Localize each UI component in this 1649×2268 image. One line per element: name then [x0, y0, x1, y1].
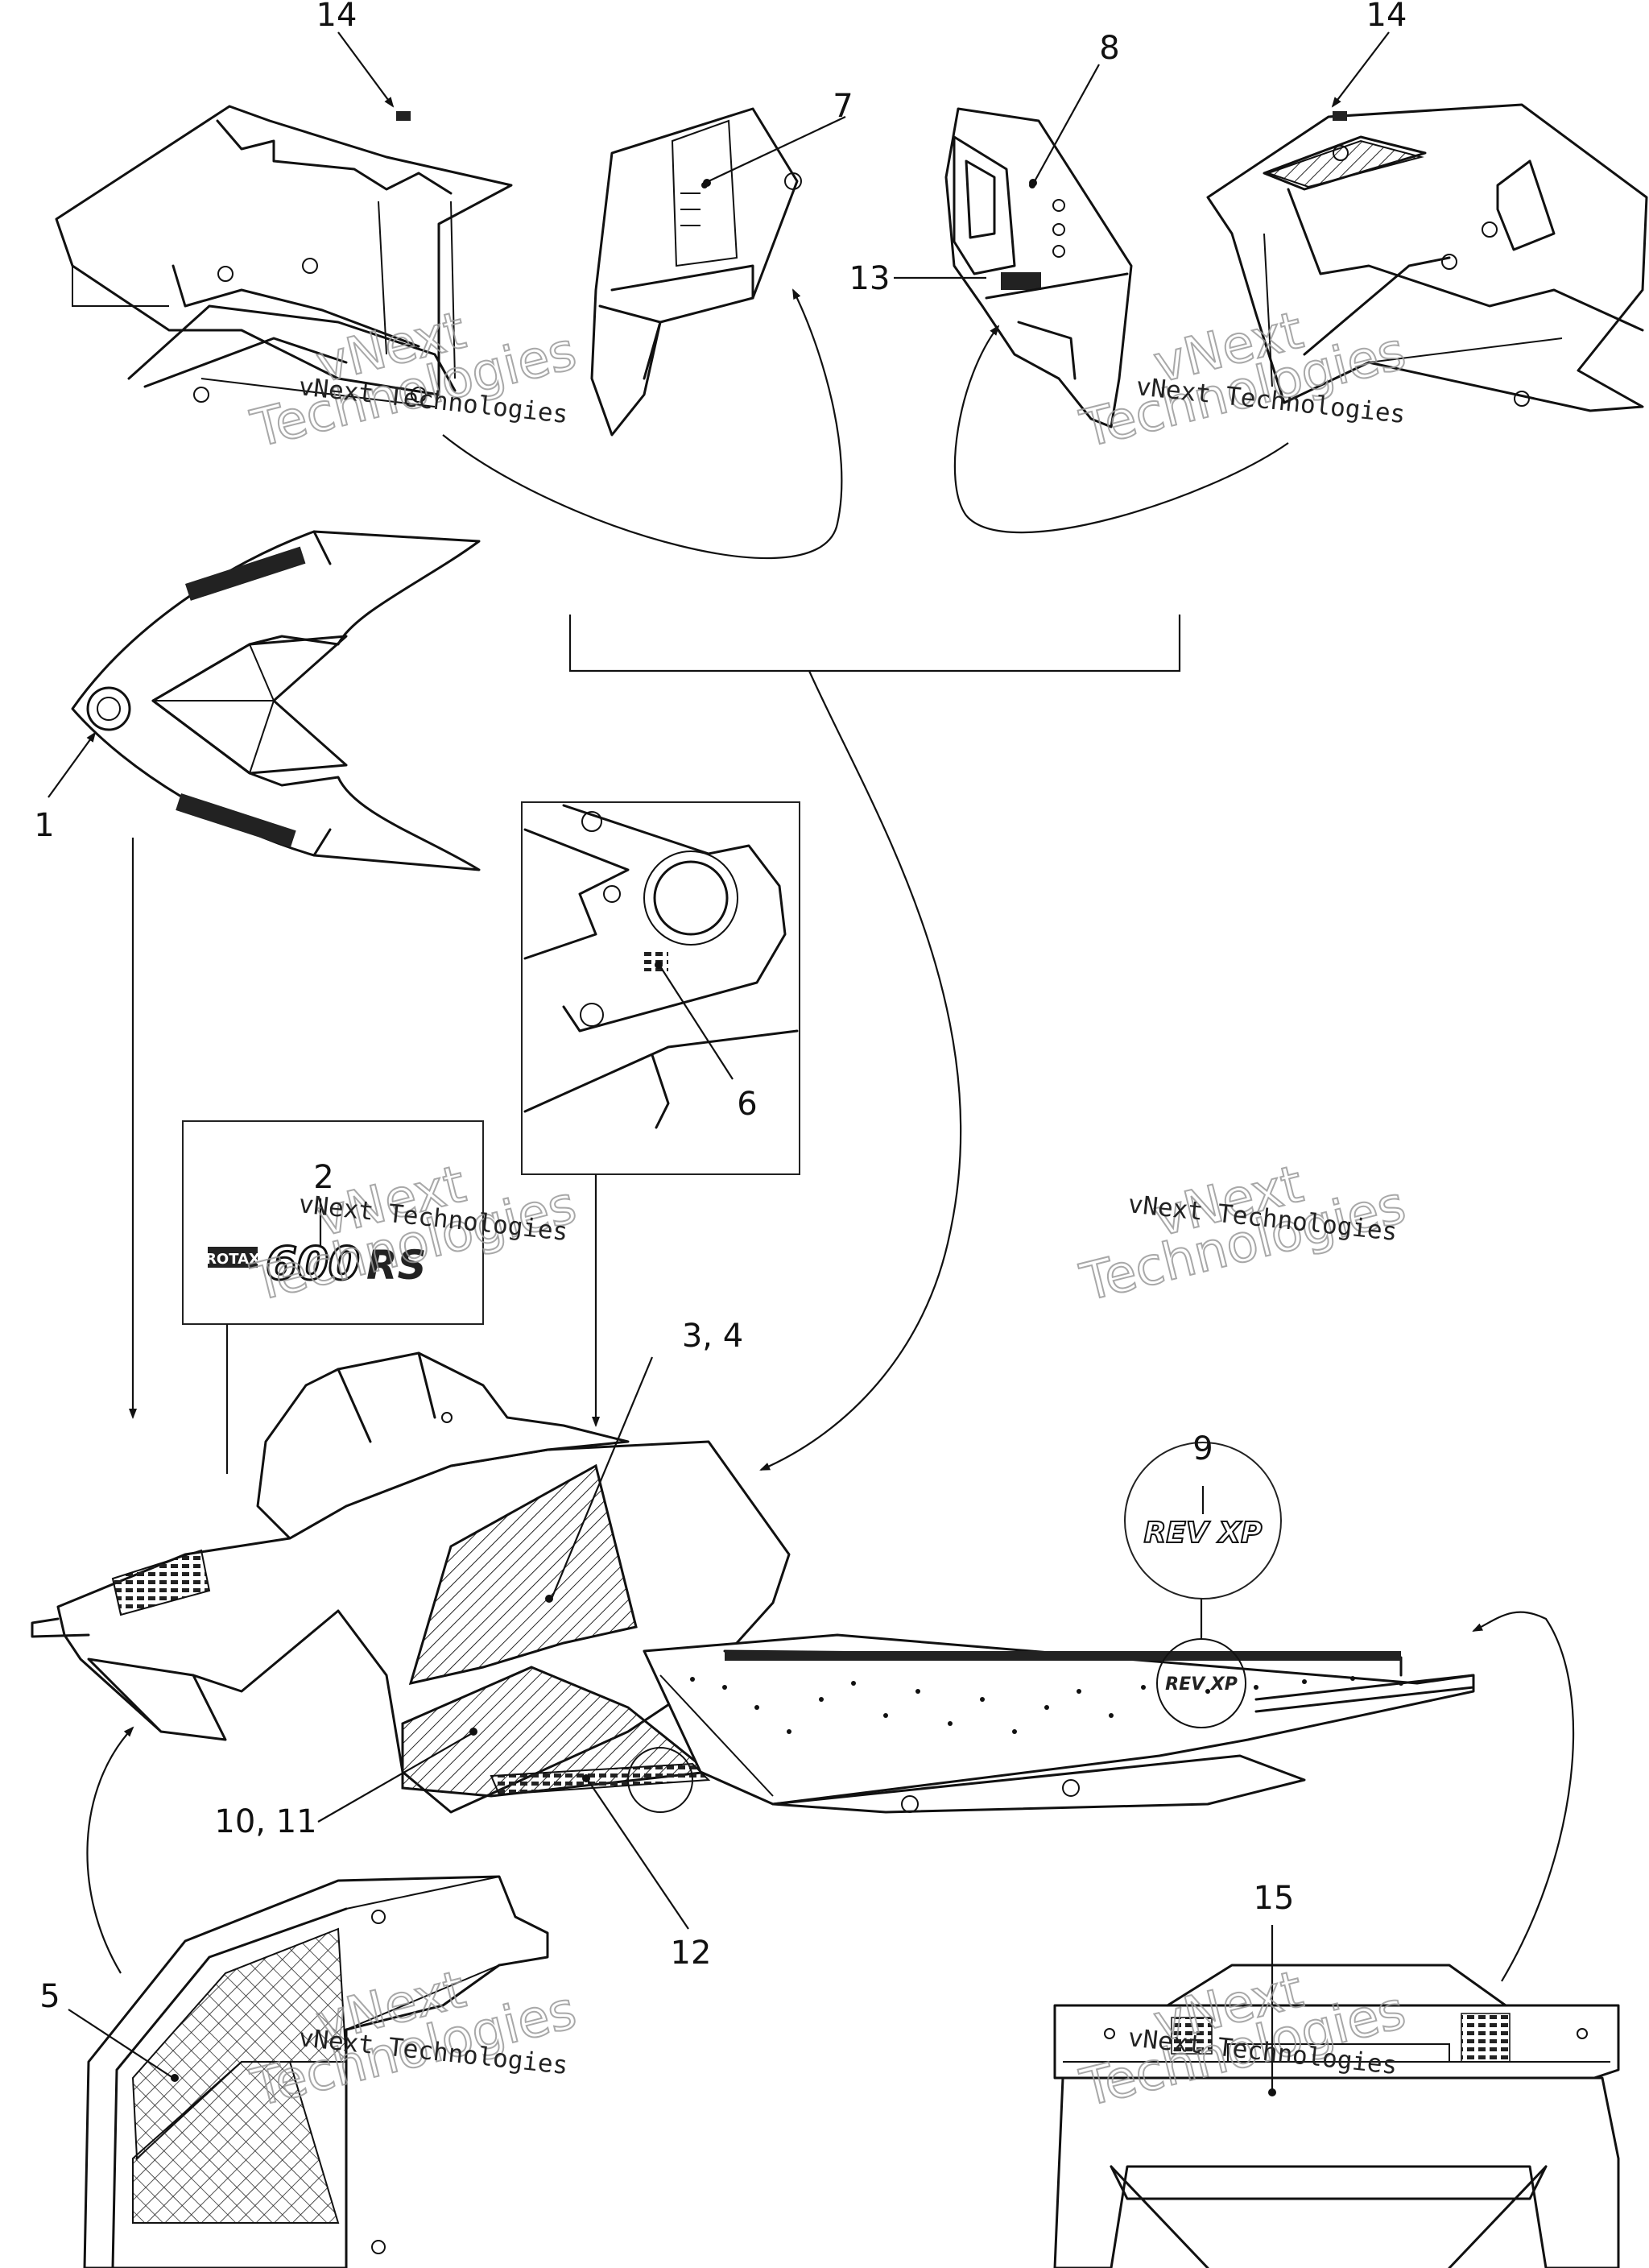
rear-connector	[1472, 1611, 1575, 1982]
front-view-arrow	[86, 1726, 134, 1974]
left-console-panel	[590, 107, 802, 437]
callout-9: 9	[1192, 1430, 1213, 1467]
callout-15: 15	[1254, 1880, 1295, 1917]
connector-curve-center	[759, 670, 962, 1471]
right-side-panel	[1206, 103, 1648, 412]
callout-14-left: 14	[316, 0, 357, 34]
callout-13: 13	[849, 260, 891, 297]
rev-xp-decal-circle: REV XP	[1124, 1442, 1282, 1600]
callout-8: 8	[1099, 30, 1119, 67]
front-bottom-view	[83, 1875, 549, 2268]
tunnel-rev-logo: REV XP	[1165, 1674, 1238, 1695]
rear-view	[1053, 1964, 1620, 2268]
hood-panel	[71, 530, 481, 871]
callout-1: 1	[34, 807, 54, 844]
snowmobile-main-body: REV XP	[31, 1351, 1475, 1814]
group-bracket	[568, 615, 1181, 673]
callout-5: 5	[39, 1978, 60, 2015]
right-console-panel	[944, 107, 1133, 428]
rotax-decal-suffix: RS	[366, 1242, 427, 1289]
connector-curve-left	[442, 288, 843, 560]
left-side-panel	[55, 105, 513, 408]
callout-7: 7	[833, 88, 853, 125]
watermark-middle-right: vNext Technologies vNext Technologies	[1074, 1153, 1412, 1314]
connector-curve-right	[953, 325, 1289, 534]
rotax-decal-box: ROTAX 600 RS	[182, 1120, 484, 1325]
callout-2: 2	[313, 1159, 333, 1196]
callout-12: 12	[671, 1935, 712, 1972]
callout-10-11: 10, 11	[214, 1803, 316, 1840]
callout-14-right: 14	[1366, 0, 1407, 34]
rotax-decal-model: 600	[266, 1238, 360, 1290]
detail-box-top-view	[521, 801, 800, 1175]
rotax-decal-brand: ROTAX	[205, 1251, 260, 1268]
callout-3-4: 3, 4	[682, 1318, 743, 1355]
rev-xp-decal: REV XP	[1144, 1517, 1263, 1550]
callout-6: 6	[737, 1086, 757, 1123]
callout-leaders	[48, 31, 1390, 2094]
